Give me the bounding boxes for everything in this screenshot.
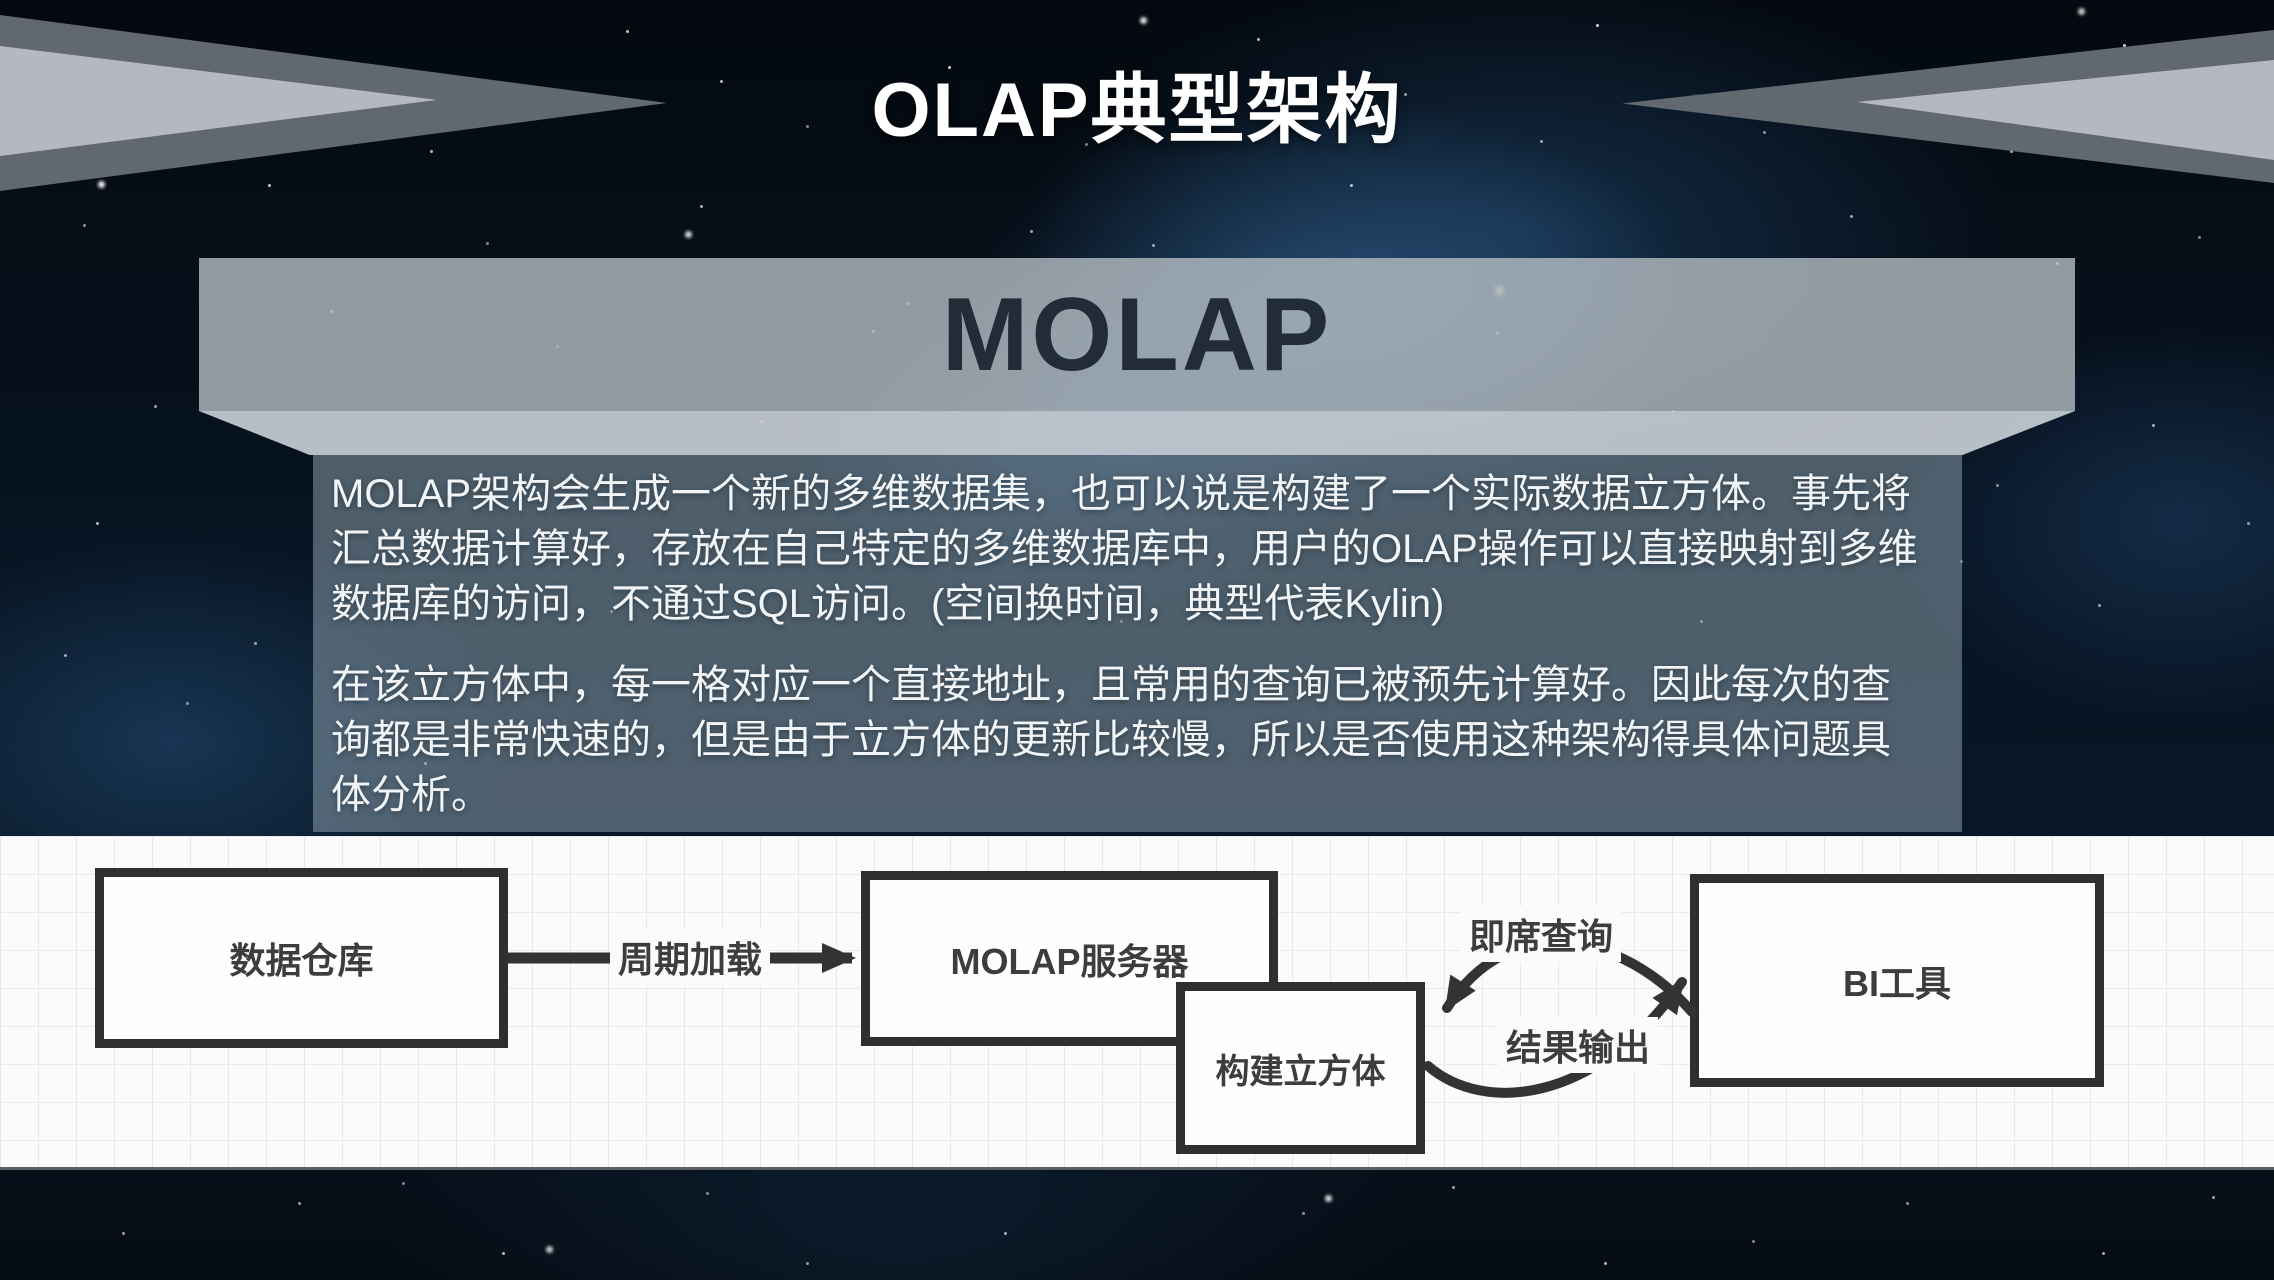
description-panel: MOLAP架构会生成一个新的多维数据集，也可以说是构建了一个实际数据立方体。事先… [313, 455, 1962, 832]
edge-label-result-output: 结果输出 [1497, 1017, 1659, 1073]
banner-shelf-trapezoid [199, 411, 2075, 455]
molap-paragraph-1: MOLAP架构会生成一个新的多维数据集，也可以说是构建了一个实际数据立方体。事先… [331, 472, 1918, 626]
node-bi-tool: BI工具 [1690, 874, 2104, 1087]
bright-stars-decoration [0, 0, 5, 5]
edge-label-periodic-load: 周期加载 [609, 929, 771, 985]
edge-label-adhoc-query: 即席查询 [1460, 906, 1622, 962]
molap-banner: MOLAP [199, 258, 2075, 411]
node-build-cube: 构建立方体 [1176, 982, 1425, 1154]
node-data-warehouse: 数据仓库 [95, 868, 508, 1048]
molap-paragraph-2: 在该立方体中，每一格对应一个直接地址，且常用的查询已被预先计算好。因此每次的查询… [331, 663, 1891, 817]
molap-banner-title: MOLAP [941, 276, 1333, 393]
slide-title: OLAP典型架构 [871, 68, 1403, 153]
